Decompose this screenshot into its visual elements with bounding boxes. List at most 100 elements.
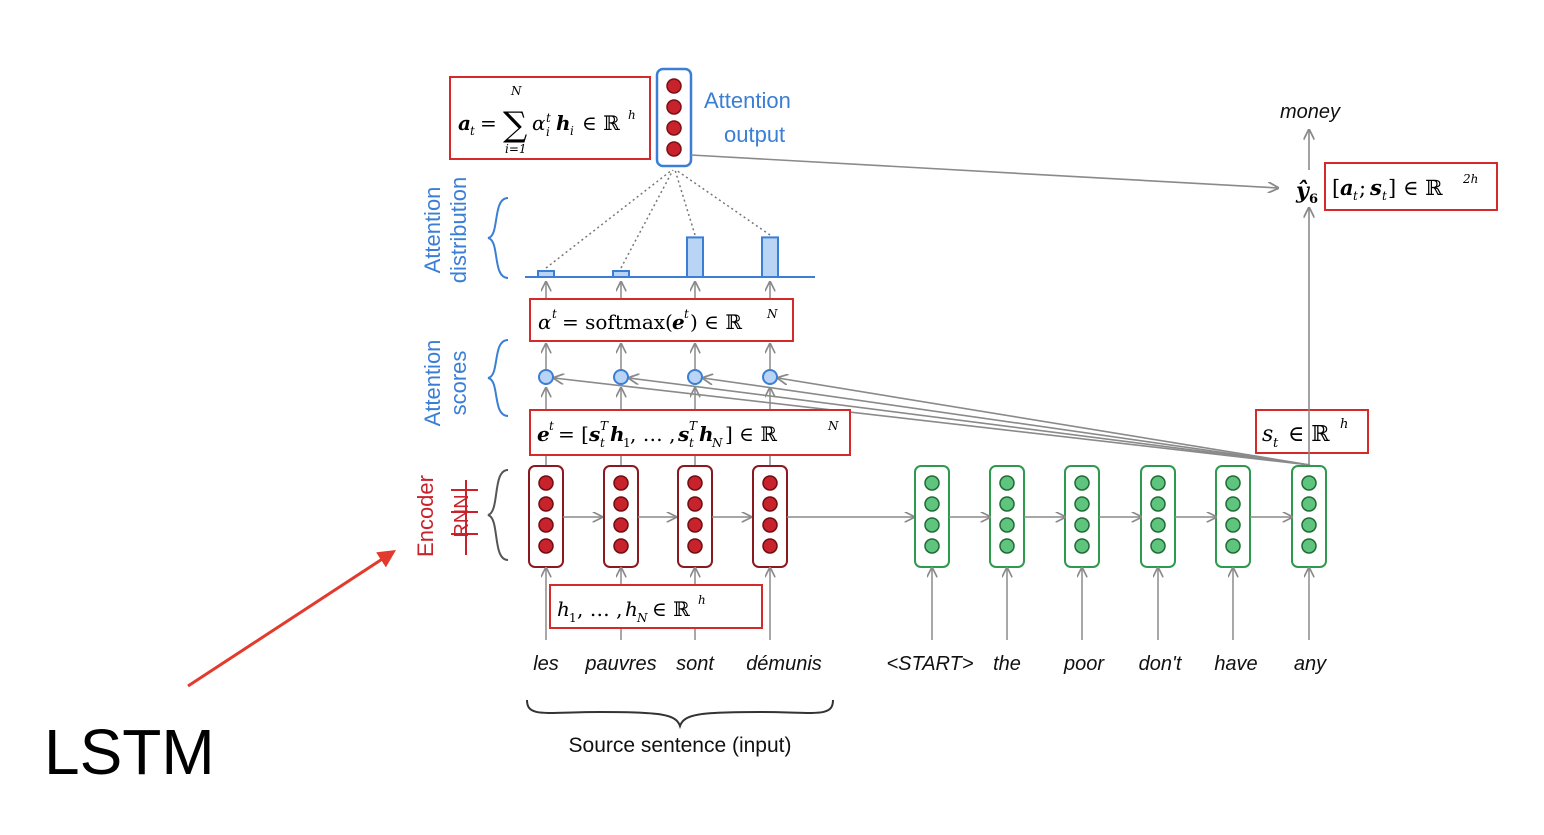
svg-text:h: h (1340, 417, 1348, 432)
decoder-state-unit (999, 517, 1015, 533)
svg-text:= [: = [ (558, 422, 589, 446)
attention-distribution-bar (761, 236, 779, 278)
y-hat-label: ŷ 6 (1295, 178, 1318, 207)
svg-text:s: s (588, 422, 600, 446)
target-word: don't (1139, 653, 1183, 675)
svg-text:∈ ℝ: ∈ ℝ (582, 111, 620, 135)
source-sentence-label: Source sentence (input) (569, 734, 792, 757)
svg-text:s: s (1262, 422, 1273, 447)
encoder-state-unit (687, 517, 703, 533)
attention-to-output-arrow (690, 154, 1278, 188)
svg-text:Encoder: Encoder (413, 475, 438, 557)
svg-text:N: N (711, 436, 723, 450)
attention-output-label-2: output (724, 122, 785, 147)
svg-text:1: 1 (569, 611, 577, 625)
attention-distribution-brace (487, 197, 509, 279)
svg-text:i: i (546, 125, 550, 139)
attention-output-label-1: Attention (704, 88, 791, 113)
svg-text:h: h (628, 108, 636, 122)
decoder-state-unit (1150, 475, 1166, 491)
decoder-state-unit (999, 475, 1015, 491)
encoder-state-unit (687, 538, 703, 554)
encoder-state-unit (538, 538, 554, 554)
attention-weighting-lines (545, 169, 771, 269)
encoder-state-unit (613, 517, 629, 533)
svg-text:t: t (1353, 189, 1358, 203)
encoder-state-unit (687, 475, 703, 491)
decoder-state-unit (1225, 517, 1241, 533)
encoder-state-unit (762, 475, 778, 491)
svg-text:i=1: i=1 (505, 142, 527, 156)
attention-output-vector (655, 67, 693, 168)
encoder-states-formula: h 1 , … , h N ∈ ℝ h (557, 593, 706, 625)
decoder-state-unit (924, 517, 940, 533)
encoder-state-unit (538, 517, 554, 533)
decoder-state-unit (1074, 517, 1090, 533)
attention-output-formula: a t = ∑ N i=1 α t i h i ∈ ℝ h (458, 84, 636, 156)
encoder-state-unit (538, 475, 554, 491)
encoder-state-unit (687, 496, 703, 512)
svg-text:= softmax(: = softmax( (562, 310, 673, 334)
decoder-state-unit (1074, 475, 1090, 491)
decoder-state-unit (1150, 538, 1166, 554)
attention-distribution-bar (612, 270, 630, 278)
svg-text:6: 6 (1309, 192, 1318, 207)
svg-text:e: e (672, 310, 685, 334)
svg-text:Attention: Attention (420, 187, 445, 274)
svg-text:T: T (600, 419, 609, 433)
svg-text:h: h (556, 111, 571, 135)
svg-text:, … ,: , … , (577, 597, 622, 621)
encoder-hidden-states (528, 465, 788, 568)
svg-text:t: t (552, 307, 557, 321)
encoder-state-unit (538, 496, 554, 512)
svg-text:t: t (1273, 436, 1279, 451)
softmax-formula: α t = softmax( e t ) ∈ ℝ N (538, 307, 778, 334)
decoder-state-unit (1150, 496, 1166, 512)
svg-text:distribution: distribution (446, 177, 471, 283)
svg-text:N: N (636, 611, 648, 625)
source-words: les pauvres sont démunis (533, 653, 822, 675)
scores-to-softmax-arrows (546, 344, 770, 369)
svg-text:h: h (610, 422, 625, 446)
svg-text:N: N (510, 84, 522, 98)
decoder-state-unit (1225, 475, 1241, 491)
svg-text:∈ ℝ: ∈ ℝ (652, 597, 690, 621)
svg-text:t: t (1382, 189, 1387, 203)
attention-scores-brace (487, 339, 509, 417)
lstm-annotation-label: LSTM (44, 716, 215, 788)
svg-text:scores: scores (446, 351, 471, 416)
svg-text:t: t (546, 111, 551, 125)
softmax-to-distribution-arrows (546, 282, 770, 298)
target-word: have (1214, 653, 1257, 675)
svg-text:] ∈ ℝ: ] ∈ ℝ (1388, 176, 1443, 200)
decoder-state-unit (1301, 475, 1317, 491)
softmax-formula-box (529, 298, 794, 342)
decoder-state-unit (1150, 517, 1166, 533)
svg-text:t: t (689, 436, 694, 450)
attention-scores-label: Attention scores (420, 340, 471, 427)
decoder-state-unit (1301, 496, 1317, 512)
source-word: les (533, 653, 559, 675)
svg-text:∑: ∑ (503, 105, 527, 145)
target-word: poor (1063, 653, 1105, 675)
svg-text:RNN: RNN (451, 494, 473, 537)
output-word: money (1280, 101, 1341, 123)
encoder-state-unit (613, 538, 629, 554)
svg-text:α: α (538, 310, 552, 334)
lstm-annotation-arrow (187, 550, 397, 688)
target-word: the (993, 653, 1021, 675)
svg-text:) ∈ ℝ: ) ∈ ℝ (690, 310, 742, 334)
decoder-state-unit (1225, 496, 1241, 512)
attention-output-formula-box (449, 76, 651, 160)
target-words: <START> the poor don't have any (886, 653, 1327, 675)
scores-formula: e t = [ s T t h 1 , … , s T t h N ] ∈ ℝ … (537, 419, 839, 450)
svg-text:, … ,: , … , (630, 422, 675, 446)
decoder-state-unit (924, 538, 940, 554)
svg-text:ŷ: ŷ (1295, 178, 1311, 204)
svg-text:s: s (1369, 175, 1382, 200)
svg-text:[: [ (1332, 176, 1340, 200)
decoder-state-unit (1301, 517, 1317, 533)
encoder-brace (487, 469, 509, 561)
svg-text:h: h (625, 597, 638, 621)
decoder-state-unit (924, 496, 940, 512)
